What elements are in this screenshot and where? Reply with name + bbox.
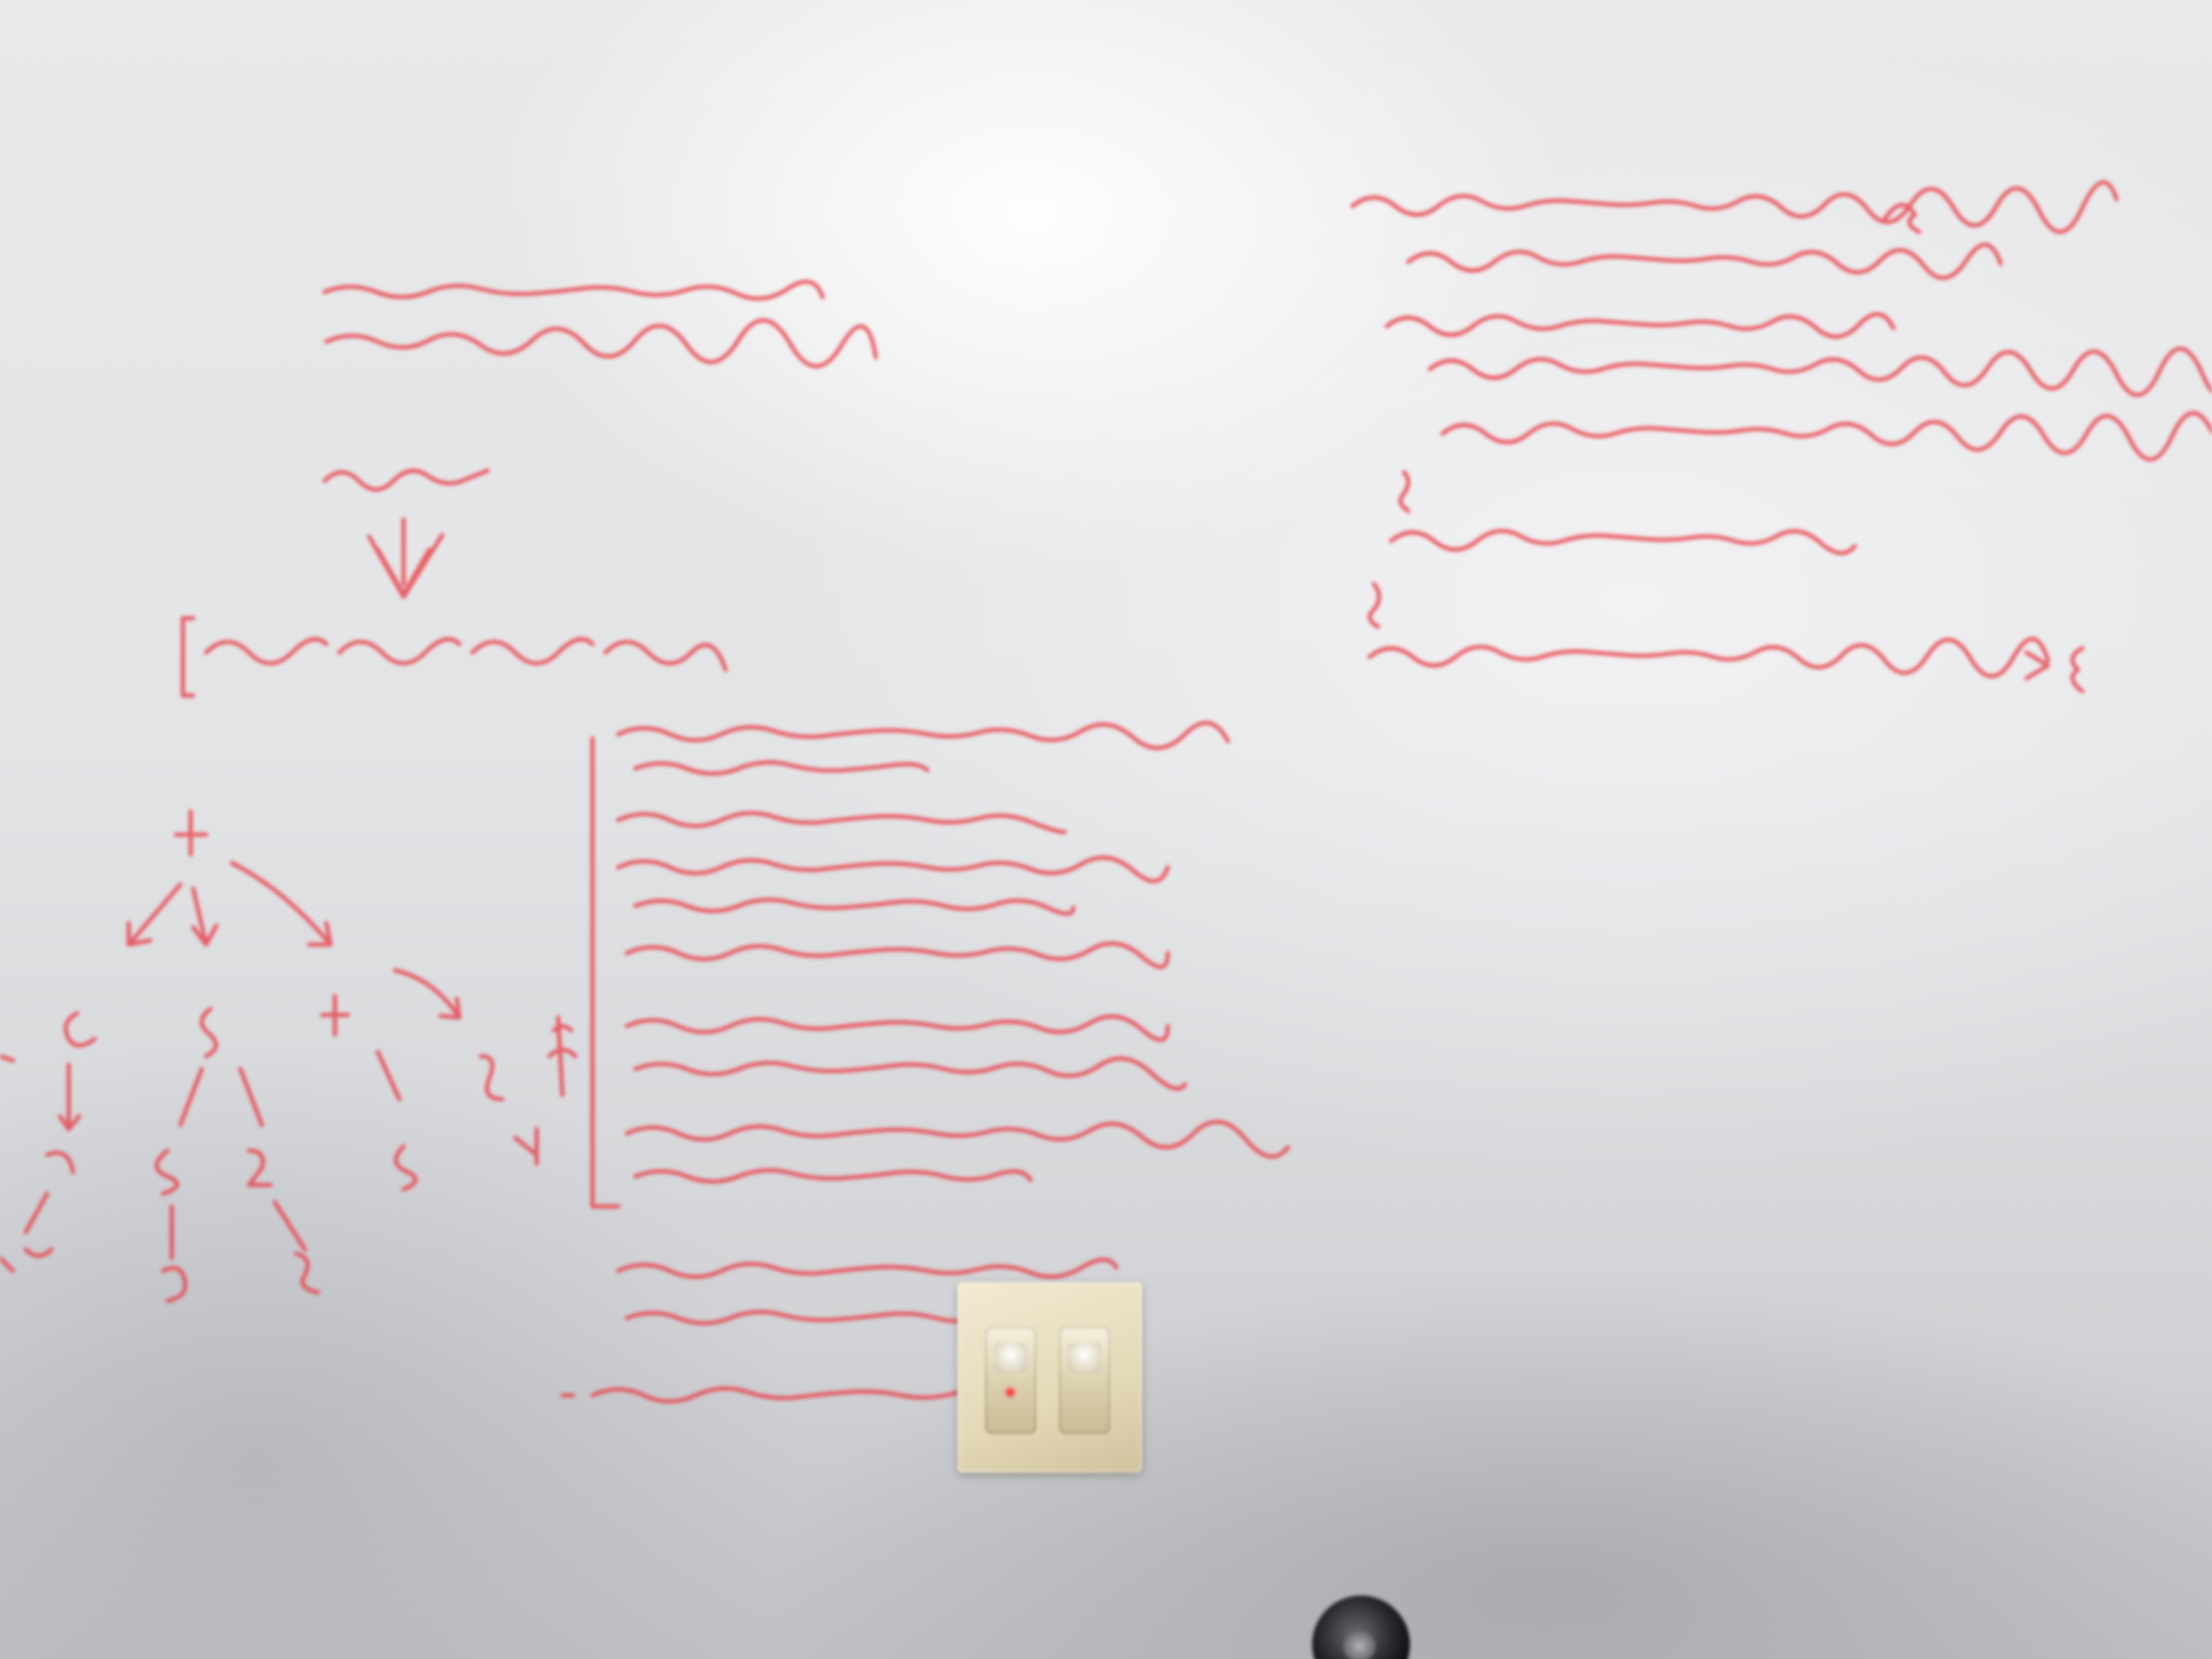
handwriting-input-string — [322, 468, 490, 599]
handwriting-side-bracket — [547, 736, 621, 1209]
dimmer-switch-right[interactable] — [1059, 1327, 1110, 1434]
handwriting-recursion-tree — [0, 809, 539, 1304]
sensor-lens — [994, 1342, 1028, 1373]
handwriting-code-block — [1350, 179, 2212, 694]
handwriting-heading — [322, 279, 878, 368]
indicator-light — [1006, 1389, 1014, 1396]
handwriting-steps-list — [560, 720, 1291, 1405]
light-switch-plate-icon — [957, 1282, 1142, 1473]
sensor-lens — [1067, 1342, 1102, 1373]
handwriting-permutation-list — [180, 616, 728, 698]
dimmer-switch-left[interactable] — [985, 1327, 1036, 1434]
door-knob-center — [1343, 1630, 1376, 1659]
